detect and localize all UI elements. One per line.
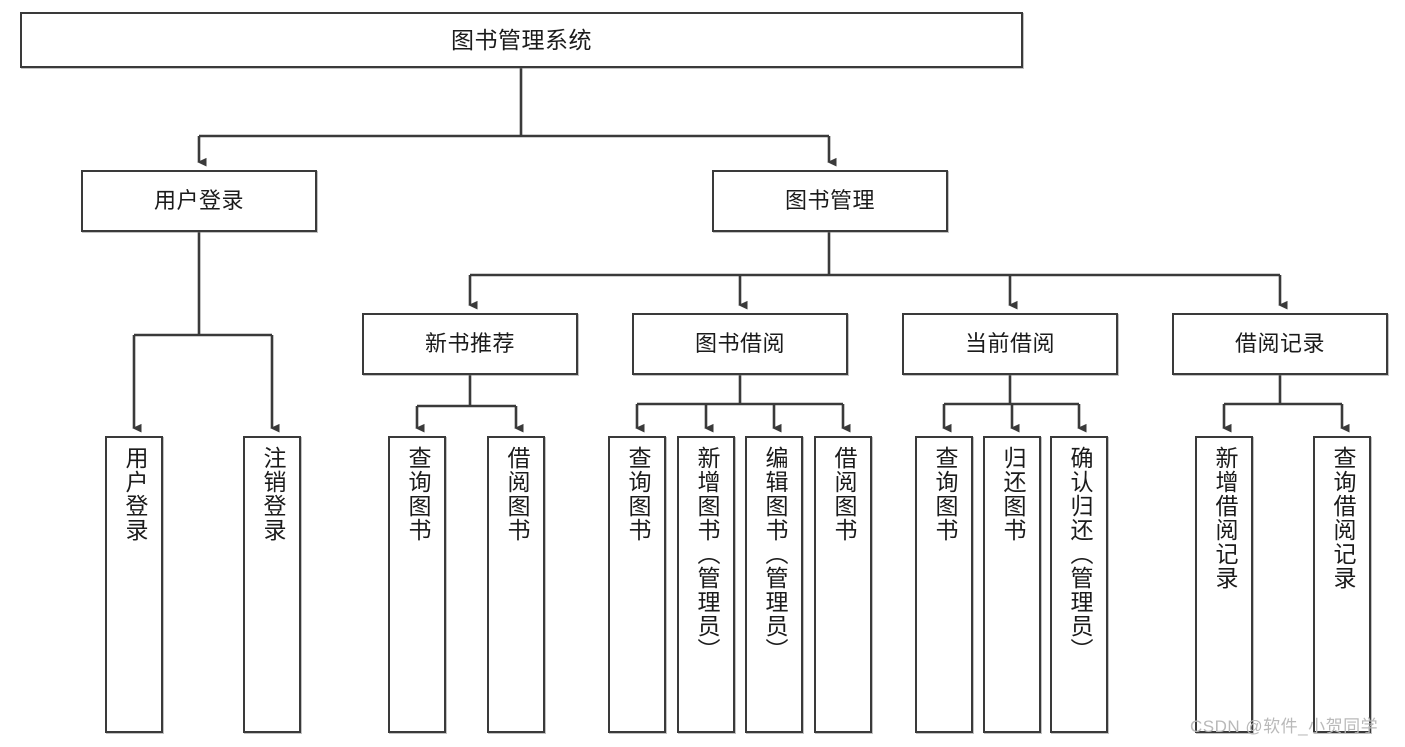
node-label: 用户登录 bbox=[121, 446, 148, 542]
node-label: 当前借阅 bbox=[964, 331, 1055, 357]
watermark-text: CSDN @软件_小贺同学 bbox=[1190, 717, 1379, 736]
leaf-query-borrow-record[interactable]: 查询借阅记录 bbox=[1313, 436, 1371, 733]
node-book-management[interactable]: 图书管理 bbox=[712, 170, 948, 232]
node-label: 查询借阅记录 bbox=[1329, 446, 1356, 590]
leaf-return-book[interactable]: 归还图书 bbox=[983, 436, 1041, 733]
leaf-query-book-recommend[interactable]: 查询图书 bbox=[388, 436, 446, 733]
node-label: 查询图书 bbox=[931, 446, 958, 542]
leaf-confirm-return-admin[interactable]: 确认归还（管理员） bbox=[1050, 436, 1108, 733]
node-label: 用户登录 bbox=[153, 188, 244, 214]
node-label: 新增图书（管理员） bbox=[693, 446, 720, 662]
node-label: 新增借阅记录 bbox=[1211, 446, 1238, 590]
node-label: 借阅图书 bbox=[830, 446, 857, 542]
node-label: 注销登录 bbox=[259, 446, 286, 542]
leaf-query-book-current[interactable]: 查询图书 bbox=[915, 436, 973, 733]
node-label: 图书管理 bbox=[784, 188, 875, 214]
node-label: 新书推荐 bbox=[424, 331, 515, 357]
leaf-add-book-admin[interactable]: 新增图书（管理员） bbox=[677, 436, 735, 733]
node-user-login[interactable]: 用户登录 bbox=[81, 170, 317, 232]
node-current-borrow[interactable]: 当前借阅 bbox=[902, 313, 1118, 375]
node-new-book-recommend[interactable]: 新书推荐 bbox=[362, 313, 578, 375]
node-label: 归还图书 bbox=[999, 446, 1026, 542]
node-label: 查询图书 bbox=[624, 446, 651, 542]
node-label: 图书借阅 bbox=[694, 331, 785, 357]
node-book-borrow[interactable]: 图书借阅 bbox=[632, 313, 848, 375]
node-label: 确认归还（管理员） bbox=[1066, 446, 1093, 662]
leaf-borrow-book-recommend[interactable]: 借阅图书 bbox=[487, 436, 545, 733]
node-label: 借阅记录 bbox=[1234, 331, 1325, 357]
node-label: 查询图书 bbox=[404, 446, 431, 542]
leaf-add-borrow-record[interactable]: 新增借阅记录 bbox=[1195, 436, 1253, 733]
node-label: 借阅图书 bbox=[503, 446, 530, 542]
leaf-edit-book-admin[interactable]: 编辑图书（管理员） bbox=[745, 436, 803, 733]
leaf-borrow-book[interactable]: 借阅图书 bbox=[814, 436, 872, 733]
node-label: 编辑图书（管理员） bbox=[761, 446, 788, 662]
node-label: 图书管理系统 bbox=[451, 26, 592, 53]
leaf-logout[interactable]: 注销登录 bbox=[243, 436, 301, 733]
leaf-user-login[interactable]: 用户登录 bbox=[105, 436, 163, 733]
leaf-query-book-borrow[interactable]: 查询图书 bbox=[608, 436, 666, 733]
node-root-system[interactable]: 图书管理系统 bbox=[20, 12, 1023, 68]
node-borrow-records[interactable]: 借阅记录 bbox=[1172, 313, 1388, 375]
